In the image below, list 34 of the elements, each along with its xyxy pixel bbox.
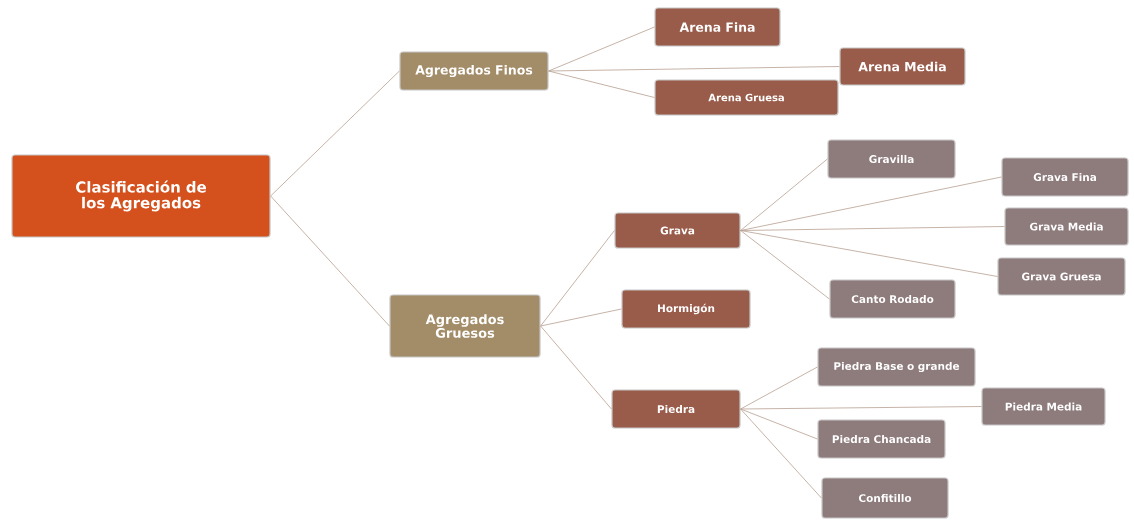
connector-line bbox=[740, 230, 830, 300]
class-box: Grava Media bbox=[1004, 207, 1129, 246]
class-box: Canto Rodado bbox=[829, 279, 956, 319]
connector-line bbox=[740, 176, 1002, 231]
connector-line bbox=[548, 26, 655, 72]
class-box: Grava Fina bbox=[1001, 157, 1129, 197]
class-box: Hormigón bbox=[621, 289, 751, 329]
connector-line bbox=[740, 408, 822, 499]
connector-line bbox=[740, 406, 982, 410]
class-box: Arena Fina bbox=[654, 7, 781, 47]
connector-line bbox=[740, 230, 998, 277]
class-box: Piedra Media bbox=[981, 387, 1106, 426]
category-box: Agregados Finos bbox=[399, 51, 549, 91]
class-box: Arena Gruesa bbox=[654, 79, 839, 116]
connector-line bbox=[270, 70, 400, 197]
connector-line bbox=[548, 66, 840, 72]
connector-line bbox=[740, 158, 828, 231]
class-box: Arena Media bbox=[839, 47, 966, 86]
connector-line bbox=[270, 195, 390, 327]
class-box: Piedra Base o grande bbox=[817, 347, 976, 387]
connector-line bbox=[740, 408, 818, 440]
class-box: Grava Gruesa bbox=[997, 257, 1126, 296]
category-box: Agregados Gruesos bbox=[389, 294, 541, 358]
class-box: Piedra bbox=[611, 389, 741, 429]
connector-line bbox=[540, 230, 615, 327]
connector-line bbox=[540, 308, 622, 327]
root-box: Clasificación de los Agregados bbox=[11, 154, 271, 238]
class-box: Grava bbox=[614, 212, 741, 249]
connector-line bbox=[740, 366, 818, 410]
class-box: Confitillo bbox=[821, 477, 949, 519]
connector-line bbox=[540, 325, 612, 410]
class-box: Piedra Chancada bbox=[817, 419, 946, 459]
class-box: Gravilla bbox=[827, 139, 956, 179]
connector-line bbox=[548, 70, 655, 98]
